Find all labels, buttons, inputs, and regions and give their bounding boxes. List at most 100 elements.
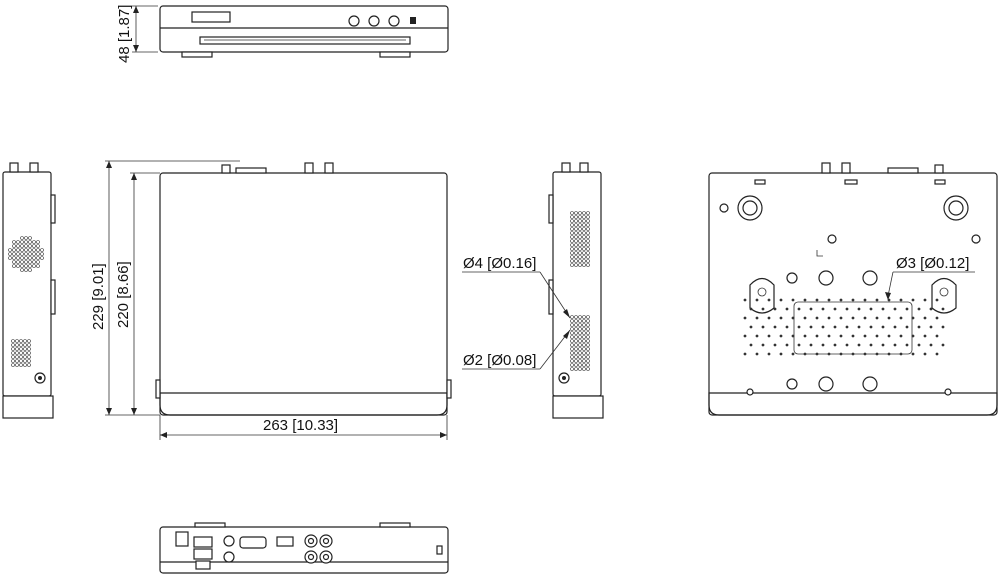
vent-hole (574, 335, 578, 339)
vent-hole (929, 343, 933, 347)
vent-hole (749, 325, 753, 329)
vent-hole (11, 339, 15, 343)
vent-hole (12, 244, 16, 248)
vent-hole (570, 343, 574, 347)
vent-hole (917, 343, 921, 347)
vent-hole (574, 247, 578, 251)
vent-hole (570, 335, 574, 339)
vent-hole (32, 240, 36, 244)
vent-hole (586, 247, 590, 251)
vent-hole (582, 239, 586, 243)
vent-hole (749, 343, 753, 347)
vent-hole (582, 215, 586, 219)
vent-hole (586, 211, 590, 215)
vent-hole (578, 331, 582, 335)
vent-hole (570, 215, 574, 219)
vent-hole (570, 231, 574, 235)
vent-hole (863, 334, 867, 338)
vent-hole (863, 316, 867, 320)
vent-hole (574, 319, 578, 323)
vent-hole (570, 211, 574, 215)
vent-hole (19, 355, 23, 359)
vent-hole (23, 355, 27, 359)
vent-hole (586, 327, 590, 331)
top-view: 229 [9.01] 220 [8.66] 263 [10.33] (90, 160, 452, 440)
vent-hole (24, 240, 28, 244)
vent-hole (935, 316, 939, 320)
vent-hole (582, 327, 586, 331)
vent-hole (893, 325, 897, 329)
vent-hole (570, 247, 574, 251)
vent-hole (578, 251, 582, 255)
vent-hole (20, 236, 24, 240)
vent-hole (586, 235, 590, 239)
vent-hole (32, 264, 36, 268)
vent-hole (773, 343, 777, 347)
vent-hole (574, 347, 578, 351)
vent-hole (586, 259, 590, 263)
vent-hole (582, 347, 586, 351)
vent-hole (578, 263, 582, 267)
vent-hole (28, 252, 32, 256)
vent-hole (845, 343, 849, 347)
vent-hole (929, 307, 933, 311)
vent-hole (27, 359, 31, 363)
vent-hole (779, 334, 783, 338)
vent-hole (578, 231, 582, 235)
vent-hole (851, 298, 855, 302)
vent-hole (578, 227, 582, 231)
vent-hole (833, 307, 837, 311)
vent-hole (32, 256, 36, 260)
vent-hole (36, 252, 40, 256)
vent-hole (935, 352, 939, 356)
vent-hole (881, 325, 885, 329)
vent-hole (905, 307, 909, 311)
vent-hole (941, 307, 945, 311)
vent-hole (869, 343, 873, 347)
vent-hole (24, 252, 28, 256)
vent-hole (869, 307, 873, 311)
vent-hole (797, 325, 801, 329)
vent-hole (578, 211, 582, 215)
vent-hole (574, 239, 578, 243)
vent-hole (779, 352, 783, 356)
vent-hole (582, 227, 586, 231)
vent-hole (27, 343, 31, 347)
vent-grid-upper (570, 211, 590, 267)
vent-hole (791, 352, 795, 356)
vent-hole (857, 343, 861, 347)
vent-hole (586, 359, 590, 363)
vent-hole (36, 264, 40, 268)
vent-hole (582, 367, 586, 371)
vent-hole (586, 343, 590, 347)
vent-hole (19, 351, 23, 355)
vent-hole (28, 236, 32, 240)
vent-hole (570, 315, 574, 319)
vent-hole (574, 255, 578, 259)
vent-hole (20, 248, 24, 252)
vent-hole (791, 334, 795, 338)
vent-hole (887, 334, 891, 338)
vent-hole (803, 298, 807, 302)
vent-hole (586, 323, 590, 327)
vent-hole (586, 231, 590, 235)
vent-hole (935, 334, 939, 338)
vent-hole (586, 363, 590, 367)
vent-hole (574, 219, 578, 223)
dim-hole-small: Ø2 [Ø0.08] (463, 352, 536, 369)
vent-hole (941, 325, 945, 329)
vent-hole (28, 256, 32, 260)
vent-hole (574, 235, 578, 239)
front-view: 48 [1.87] (116, 5, 449, 63)
vent-hole (809, 343, 813, 347)
vent-hole (15, 363, 19, 367)
vent-hole (586, 335, 590, 339)
vent-hole (11, 347, 15, 351)
vent-hole (20, 252, 24, 256)
vent-hole (875, 334, 879, 338)
vent-hole (578, 339, 582, 343)
vent-hole (574, 359, 578, 363)
vent-hole (582, 251, 586, 255)
vent-hole (863, 352, 867, 356)
